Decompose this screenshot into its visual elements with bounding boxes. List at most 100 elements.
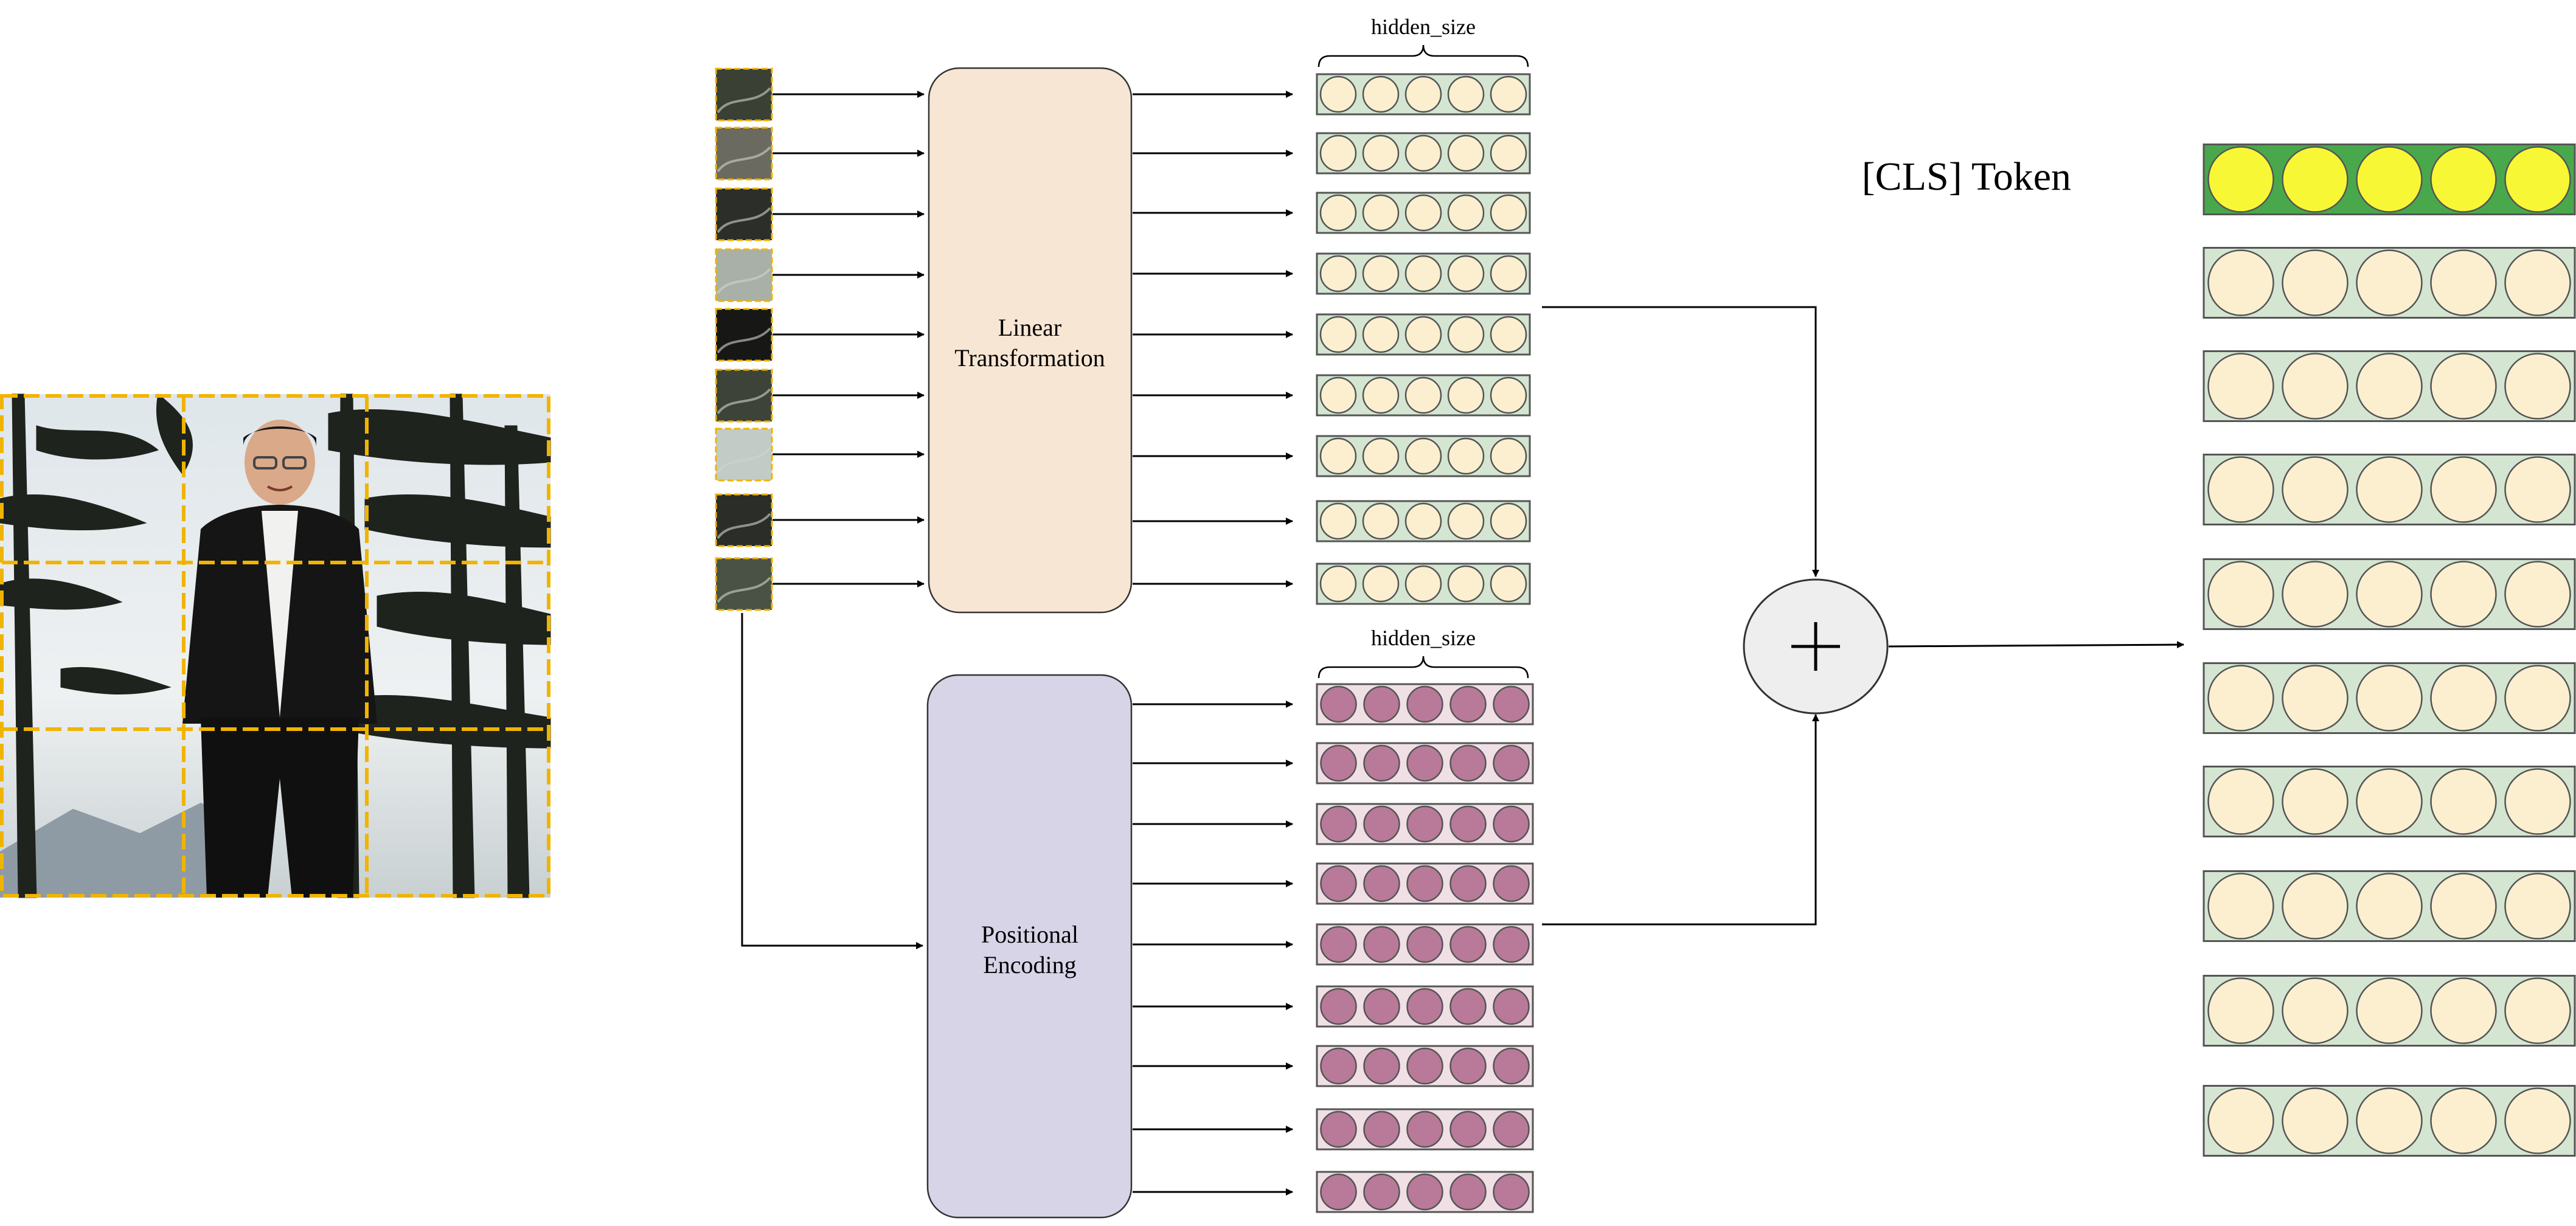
neuron [2282, 249, 2349, 316]
neuron [1490, 194, 1527, 232]
cls-token-vector [2203, 144, 2576, 215]
person [182, 420, 377, 898]
neuron [2504, 353, 2571, 420]
neuron [1320, 805, 1357, 843]
neuron [1490, 255, 1527, 293]
patch-embedding-vectors [1316, 73, 1531, 605]
patch-embedding-vector [1316, 73, 1531, 116]
output-token-vector [2203, 558, 2576, 630]
neuron [1406, 926, 1443, 963]
neuron [1447, 75, 1485, 113]
neuron [2504, 768, 2571, 835]
neuron [1404, 502, 1442, 540]
patch-thumbnail [715, 557, 773, 611]
hidden-size-label-top: hidden_size [1371, 15, 1476, 39]
neuron [2282, 1087, 2349, 1154]
neuron [1363, 805, 1400, 843]
neuron [1319, 437, 1357, 475]
neuron [1447, 565, 1485, 603]
neuron [2282, 456, 2349, 523]
neuron [1449, 1173, 1487, 1211]
patch-to-positional-arrow [741, 613, 923, 949]
neuron [1406, 865, 1443, 902]
neuron [1404, 316, 1442, 353]
neuron [1319, 376, 1357, 414]
output-token-vector [2203, 1085, 2576, 1157]
neuron [2430, 353, 2497, 420]
neuron [1404, 134, 1442, 172]
neuron [1449, 744, 1487, 782]
neuron [2356, 977, 2423, 1044]
neuron [1362, 316, 1400, 353]
neuron [1363, 1047, 1400, 1085]
neuron [1449, 685, 1487, 723]
neuron [1490, 316, 1527, 353]
neuron [1319, 194, 1357, 232]
positional-encoding-vector [1316, 803, 1534, 845]
neuron [1406, 805, 1443, 843]
neuron [1447, 437, 1485, 475]
patch-thumbnail [715, 187, 773, 241]
output-token-vector [2203, 662, 2576, 734]
neuron [1447, 194, 1485, 232]
positional-encoding-block: Positional Encoding [926, 674, 1133, 1219]
neuron [1447, 502, 1485, 540]
positional-encoding-vector [1316, 985, 1534, 1028]
neuron [2504, 1087, 2571, 1154]
neuron [1493, 988, 1530, 1025]
neuron [1490, 437, 1527, 475]
neuron [2356, 665, 2423, 732]
neuron [1447, 376, 1485, 414]
patch-thumbnail [715, 428, 773, 482]
patch-embedding-vector [1316, 313, 1531, 356]
neuron [2207, 665, 2274, 732]
neuron [1363, 865, 1400, 902]
linear-label-line1: Linear [998, 314, 1061, 341]
neuron [1320, 926, 1357, 963]
neuron [2282, 768, 2349, 835]
cls-token-label: [CLS] Token [1862, 154, 2071, 199]
patch-thumbnail [715, 68, 773, 122]
neuron [1319, 255, 1357, 293]
neuron [2356, 353, 2423, 420]
neuron [1490, 565, 1527, 603]
neuron [1406, 1047, 1443, 1085]
patch-to-linear-arrows [772, 91, 925, 587]
neuron [1362, 194, 1400, 232]
neuron [1320, 1110, 1357, 1148]
positional-encoding-vector [1316, 1171, 1534, 1213]
neuron [1406, 1110, 1443, 1148]
neuron [2207, 768, 2274, 835]
neuron [2282, 873, 2349, 940]
positional-encoding-vector [1316, 923, 1534, 966]
patch-embedding-vector [1316, 374, 1531, 417]
neuron [1362, 376, 1400, 414]
neuron [1406, 685, 1443, 723]
output-token-vector [2203, 870, 2576, 942]
neuron [1362, 75, 1400, 113]
neuron [1320, 865, 1357, 902]
patch-embedding-vector [1316, 132, 1531, 175]
neuron [2356, 561, 2423, 628]
neuron [2282, 353, 2349, 420]
patch-grid [0, 394, 550, 898]
neuron [1449, 1110, 1487, 1148]
output-token-vector [2203, 766, 2576, 837]
neuron [1362, 255, 1400, 293]
neuron [2430, 249, 2497, 316]
box-to-vector-arrows [1133, 91, 1293, 1196]
add-to-output-arrow [1888, 641, 2184, 649]
neuron [1362, 502, 1400, 540]
neuron [1449, 865, 1487, 902]
output-token-vector [2203, 247, 2576, 319]
neuron [1320, 685, 1357, 723]
neuron [1493, 805, 1530, 843]
neuron [2207, 561, 2274, 628]
neuron [1320, 1173, 1357, 1211]
neuron [2207, 146, 2274, 213]
patch-embedding-vector [1316, 563, 1531, 605]
neuron [1363, 1110, 1400, 1148]
patch-embedding-vector [1316, 500, 1531, 542]
positional-label-line2: Encoding [983, 951, 1076, 978]
